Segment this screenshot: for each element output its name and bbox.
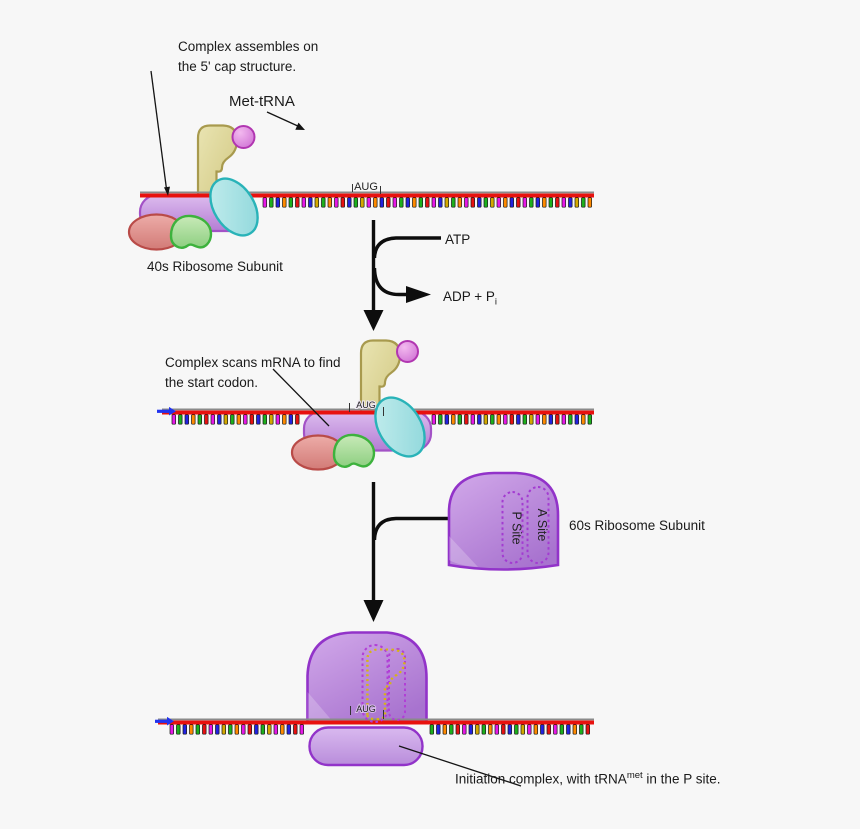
p-site-outline [501, 491, 524, 564]
reaction-arrow-2 [371, 482, 448, 602]
stage2-pointer [272, 368, 330, 427]
init-label-sup: met [626, 770, 643, 781]
caption-scans-mrna: Complex scans mRNA to find the start cod… [165, 355, 341, 390]
stage3-initiation-complex: AUG [155, 631, 594, 767]
initiation-factor-green-2 [332, 433, 376, 468]
initiation-factor-cyan [209, 177, 259, 237]
dome-facet-2 [307, 692, 334, 723]
init-label-pre: Initiation complex, with tRNA [455, 771, 627, 787]
initiation-factor-green [169, 214, 213, 249]
arrow2-head [363, 600, 384, 622]
methionine-ball-2 [396, 340, 419, 363]
arrow1-head [363, 310, 384, 331]
dome-60s [447, 471, 560, 571]
initiation-factor-cyan-2 [374, 396, 426, 458]
init-label-post: in the P site. [642, 771, 721, 787]
a-site-label: A Site [535, 509, 549, 542]
large-subunit-60s: P Site A Site [447, 471, 560, 571]
a-site-outline [526, 486, 550, 564]
stage1-40s-complex: AUG [127, 124, 594, 251]
small-subunit-assembled [308, 726, 424, 767]
stage3-pointer [398, 745, 522, 787]
cap-pointer-arrowhead [164, 186, 170, 196]
aug-label-1: AUG [354, 181, 378, 193]
reaction-arrow-1 [371, 220, 441, 312]
mrna-strand-1 [140, 191, 594, 208]
stage1-pointers [150, 70, 301, 190]
a-site-outline-assembled [388, 648, 406, 721]
pi-subscript: i [494, 296, 498, 308]
caption-assembles-on-cap: Complex assembles on the 5' cap structur… [178, 39, 319, 74]
adp-text: ADP + P [443, 289, 495, 304]
stage2-scanning-complex: AUG [157, 339, 594, 471]
met-trna-arrowhead [295, 122, 305, 130]
subunit-40s-label: 40s Ribosome Subunit [147, 259, 283, 274]
dome-60s-assembled [306, 631, 428, 725]
met-trna-label: Met-tRNA [229, 93, 295, 110]
dome-facet [449, 536, 478, 567]
subunit-60s-label: 60s Ribosome Subunit [569, 518, 705, 533]
p-site-outline-assembled [361, 644, 389, 723]
p-site-label: P Site [510, 511, 524, 544]
methionine-ball [231, 125, 256, 149]
aug-label-2: AUG [356, 400, 376, 410]
initiation-complex-label: Initiation complex, with tRNAmet in the … [455, 769, 720, 789]
adp-branch-arrowhead [406, 286, 431, 303]
adp-pi-label: ADP + Pi [443, 287, 497, 309]
atp-label: ATP [445, 232, 471, 247]
aug-label-3: AUG [356, 704, 376, 714]
